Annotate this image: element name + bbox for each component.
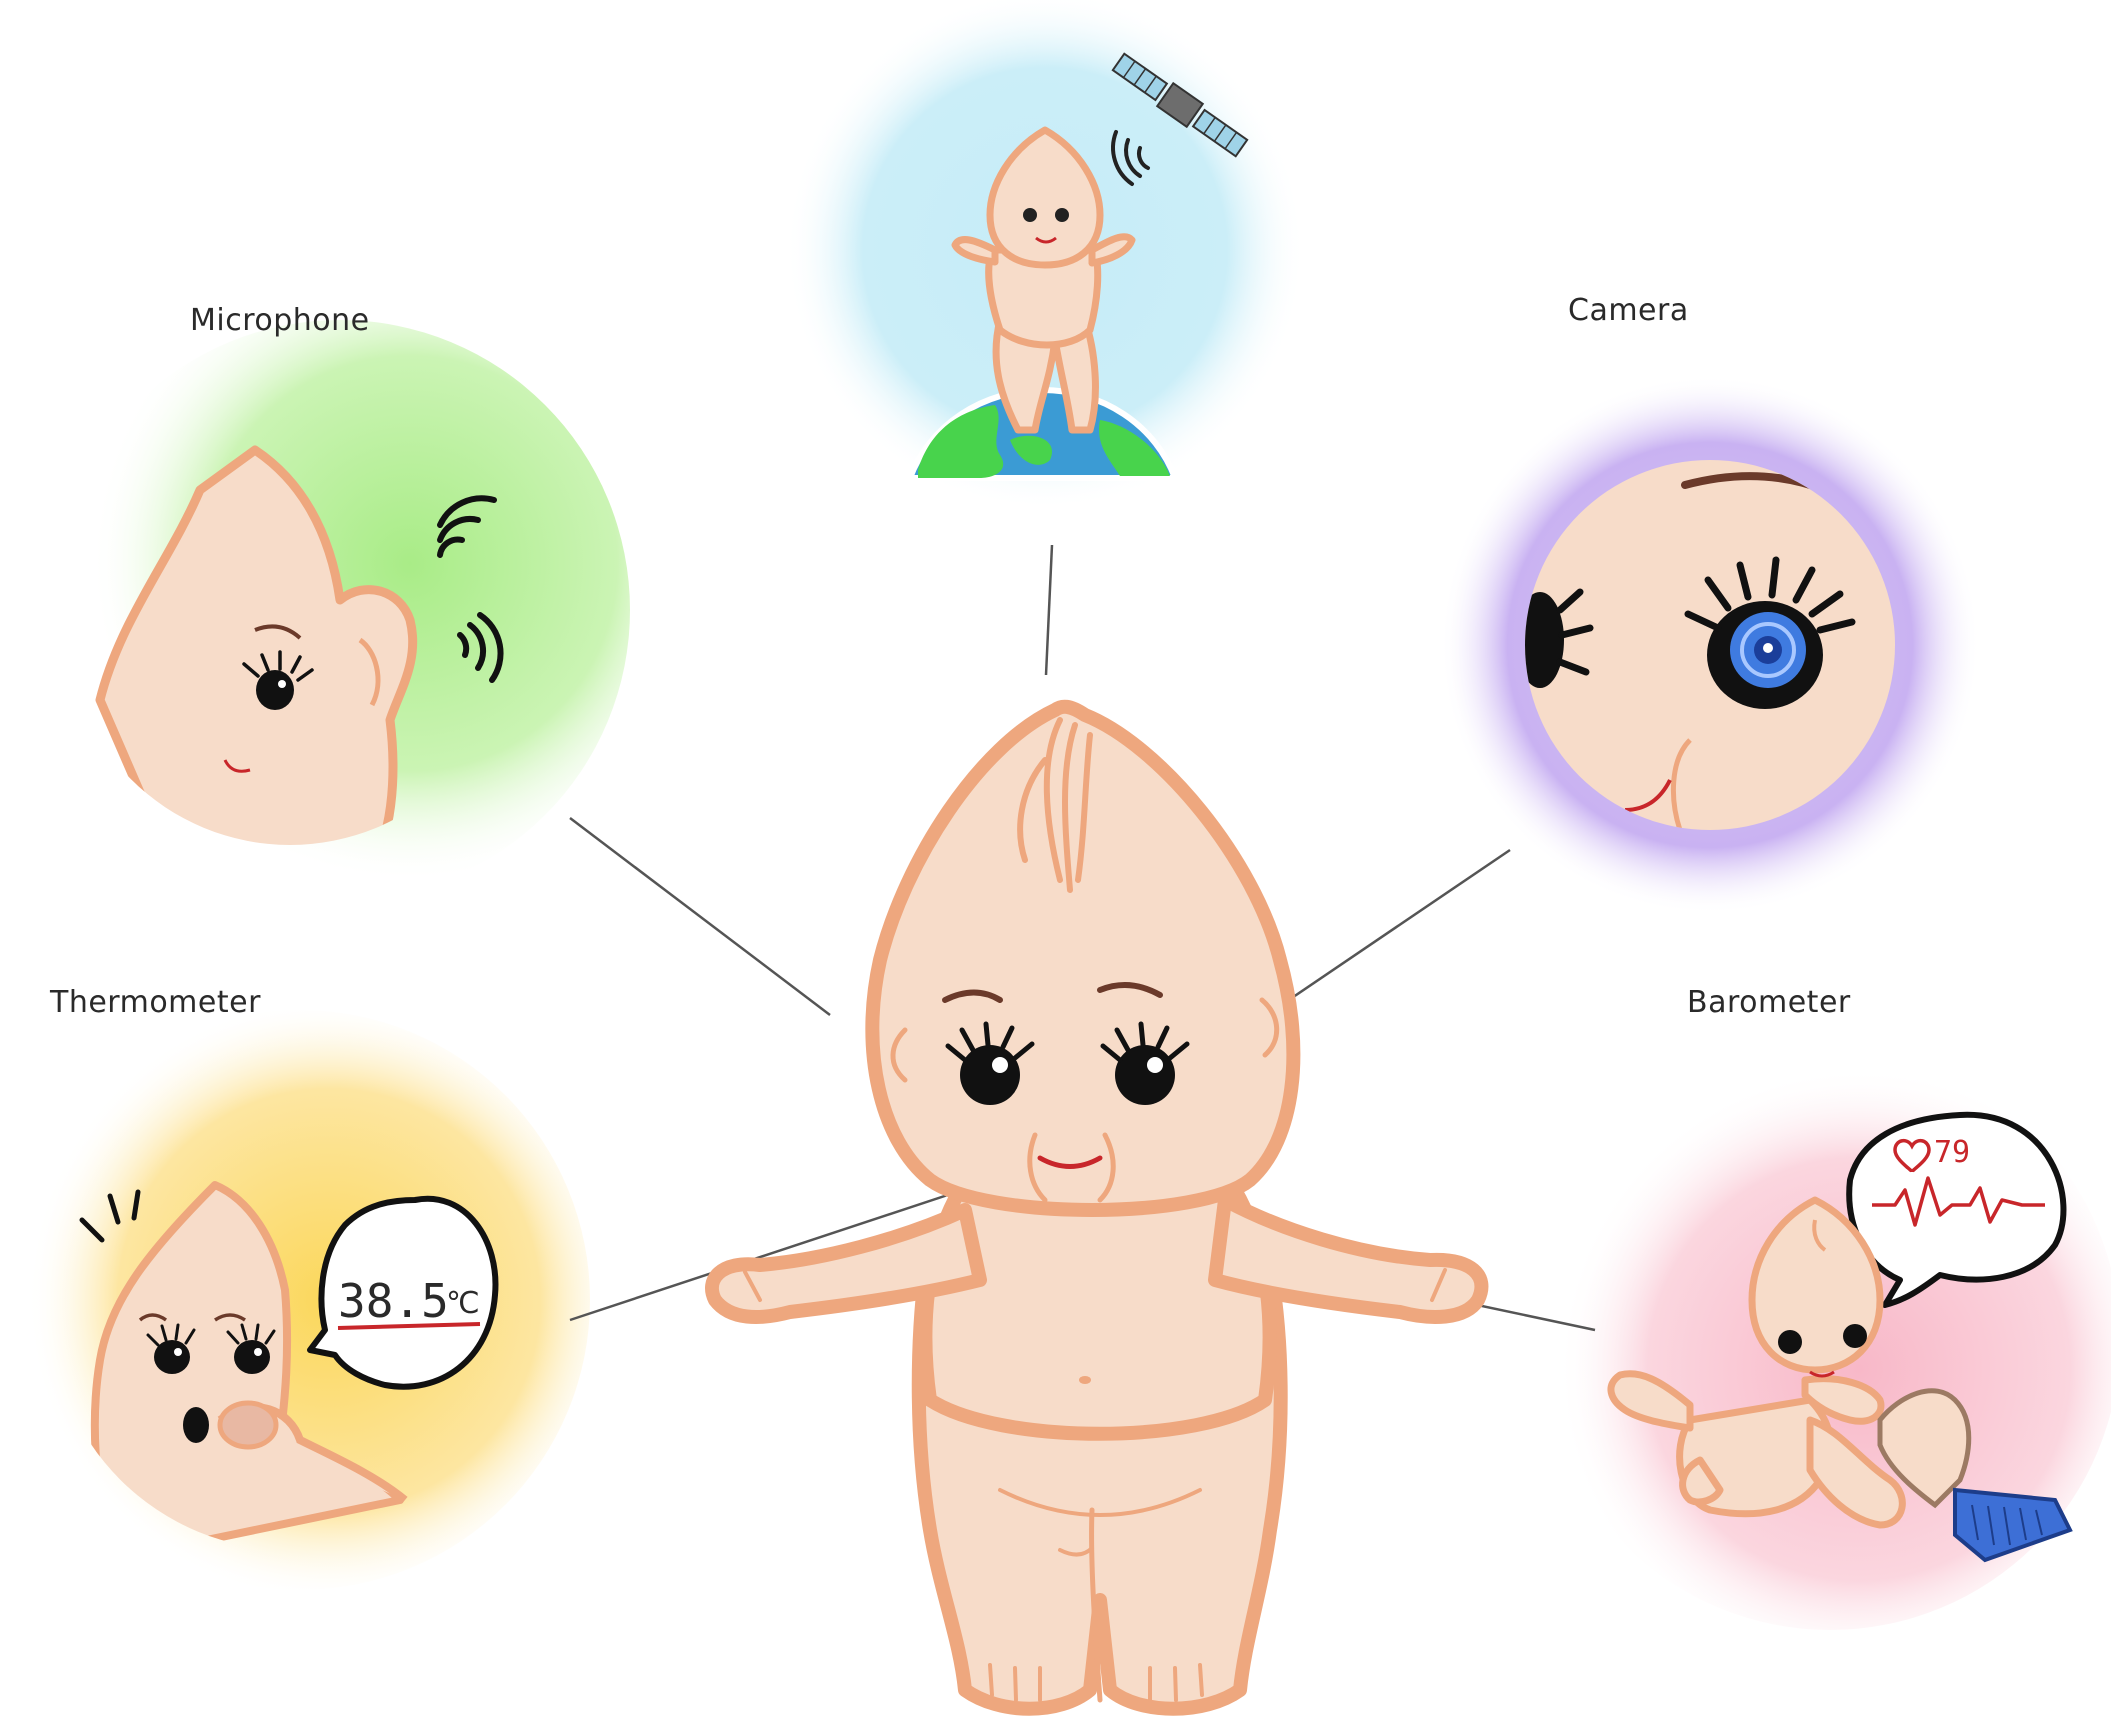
camera-label: Camera	[1568, 293, 1689, 328]
temperature-reading: 38.5	[338, 1274, 449, 1328]
eye-icon	[256, 670, 294, 710]
barometer-label: Barometer	[1687, 985, 1851, 1020]
thermometer-label: Thermometer	[50, 985, 261, 1020]
connector-gps	[1046, 545, 1052, 675]
microphone-label: Microphone	[190, 303, 370, 338]
temperature-unit: ℃	[446, 1286, 480, 1321]
kewpie-right-eye	[1115, 1045, 1175, 1105]
connector-microphone	[570, 818, 830, 1015]
cuff-icon	[1955, 1490, 2070, 1560]
heart-rate-value: 79	[1934, 1135, 1970, 1170]
kewpie-head	[872, 707, 1293, 1210]
central-kewpie	[712, 707, 1481, 1709]
kewpie-left-eye	[960, 1045, 1020, 1105]
